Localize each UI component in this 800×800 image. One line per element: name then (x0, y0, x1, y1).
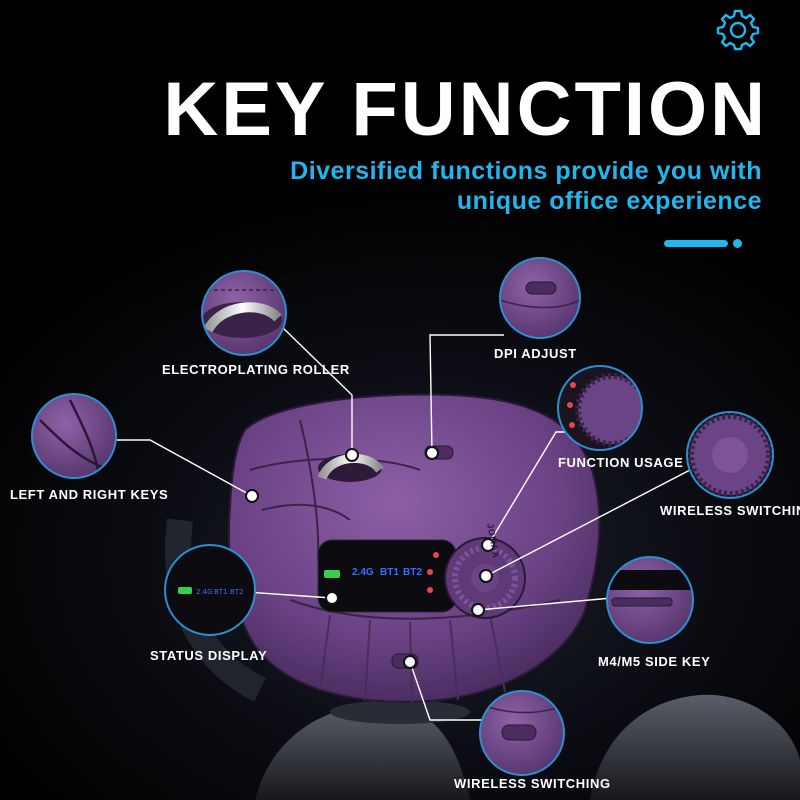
zoom-status-display: 2.4G BT1 BT2 (164, 544, 256, 636)
leader-lines (111, 324, 691, 721)
zoom-electroplating-roller (201, 270, 287, 356)
label-function-usage: FUNCTION USAGE (558, 455, 684, 470)
svg-text:BT2: BT2 (230, 588, 244, 596)
subtitle-line1: Diversified functions provide you with (290, 157, 762, 185)
status-mode-bt2: BT2 (403, 567, 422, 578)
label-wireless-switching-top: WIRELESS SWITCHING (660, 503, 800, 518)
zoom-wireless-dial (686, 411, 774, 499)
label-electroplating-roller: ELECTROPLATING ROLLER (162, 362, 350, 377)
status-mode-bt1: BT1 (380, 567, 399, 578)
svg-text:BT1: BT1 (214, 588, 228, 596)
label-dpi-adjust: DPI ADJUST (494, 346, 577, 361)
svg-text:2.4G: 2.4G (196, 588, 213, 596)
mouse-body (227, 393, 601, 703)
zoom-side-key (606, 556, 694, 644)
page-title: KEY FUNCTION (163, 67, 768, 152)
label-status-display: STATUS DISPLAY (150, 648, 268, 663)
label-side-key: M4/M5 SIDE KEY (598, 654, 711, 669)
zoom-left-right-keys (31, 393, 117, 479)
label-left-right-keys: LEFT AND RIGHT KEYS (10, 487, 169, 502)
status-mode-24g: 2.4G (352, 567, 374, 578)
subtitle-line2: unique office experience (456, 187, 762, 215)
anchor-dots (245, 446, 495, 669)
gear-icon[interactable] (716, 8, 760, 52)
zoom-dpi-adjust (499, 257, 581, 339)
accent-bar (664, 240, 728, 247)
accent-dot (733, 239, 742, 248)
zoom-function-usage (557, 365, 643, 451)
zoom-wireless-switch (479, 690, 565, 776)
label-wireless-switching-bottom: WIRELESS SWITCHING (454, 776, 611, 791)
